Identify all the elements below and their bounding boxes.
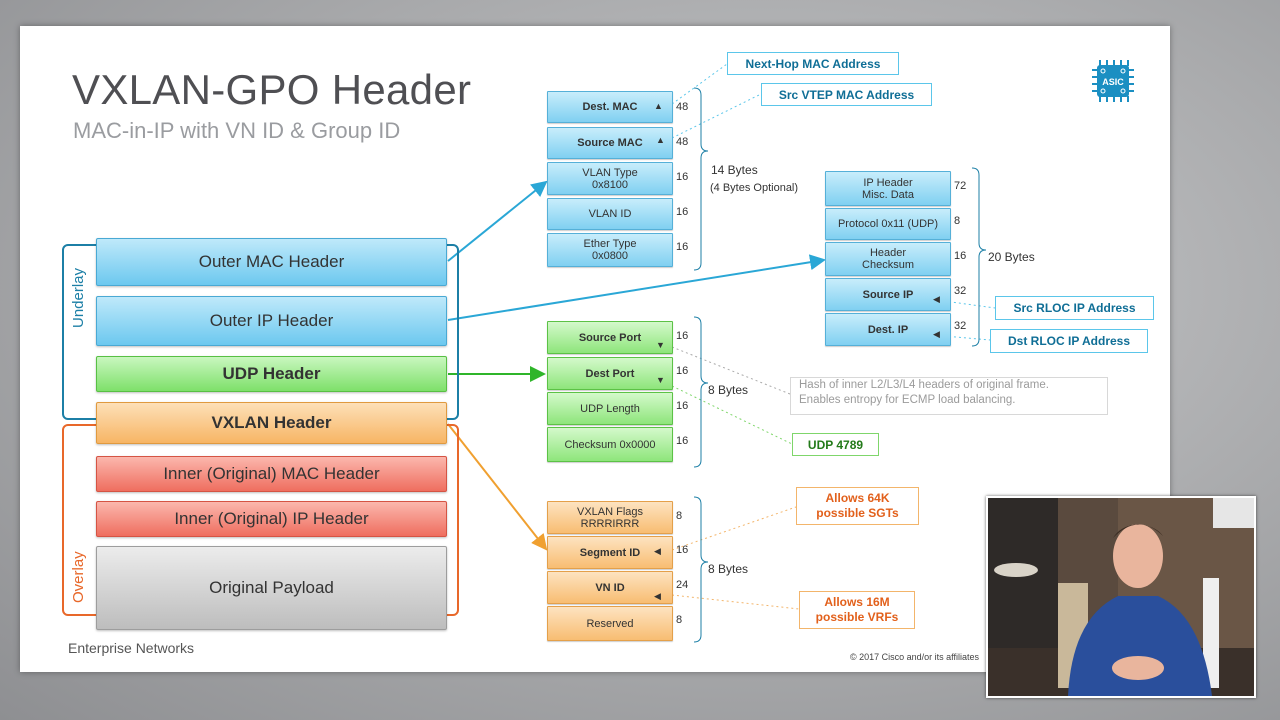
field-source-port: Source Port — [547, 321, 673, 354]
slide-title: VXLAN-GPO Header — [72, 66, 472, 113]
bits-source-port: 16 — [676, 330, 689, 342]
field-udp-length: UDP Length — [547, 392, 673, 425]
inner-ip-header-layer[interactable]: Inner (Original) IP Header — [96, 501, 447, 537]
slide-copyright: © 2017 Cisco and/or its affiliates — [850, 652, 980, 662]
outer-ip-size: 20 Bytes — [988, 250, 1035, 264]
bits-dest-ip: 32 — [954, 320, 967, 332]
field-vlan-id: VLAN ID — [547, 198, 673, 230]
asic-logo-label: ASIC — [1102, 77, 1124, 87]
slide: VXLAN-GPO Header MAC-in-IP with VN ID & … — [20, 26, 1170, 672]
callout-src-vtep-mac: Src VTEP MAC Address — [761, 83, 932, 106]
bits-source-ip: 32 — [954, 285, 967, 297]
bits-vn-id: 24 — [676, 579, 689, 591]
field-protocol: Protocol 0x11 (UDP) — [825, 208, 951, 240]
pointer-triangle-icon: ▼ — [656, 375, 665, 385]
arrow-outer-mac — [447, 180, 548, 262]
bits-ether-type: 16 — [676, 241, 689, 253]
slide-footer: Enterprise Networks — [68, 640, 195, 656]
field-udp-checksum: Checksum 0x0000 — [547, 427, 673, 462]
pointer-triangle-icon: ◀ — [933, 329, 940, 339]
arrow-outer-ip — [447, 254, 826, 321]
bits-udp-checksum: 16 — [676, 435, 689, 447]
bits-segment-id: 16 — [676, 544, 689, 556]
callout-next-hop-mac: Next-Hop MAC Address — [727, 52, 899, 75]
brace-outer-ip — [971, 167, 987, 347]
bits-vlan-id: 16 — [676, 206, 689, 218]
bits-reserved: 8 — [676, 614, 683, 626]
underlay-label: Underlay — [70, 264, 87, 331]
pointer-triangle-icon: ▲ — [656, 135, 665, 145]
pointer-triangle-icon: ◀ — [654, 591, 661, 601]
vxlan-header-layer[interactable]: VXLAN Header — [96, 402, 447, 444]
callout-src-rloc-ip: Src RLOC IP Address — [995, 296, 1154, 320]
callout-hash-entropy: Hash of inner L2/L3/L4 headers of origin… — [790, 377, 1108, 415]
brace-udp — [693, 316, 709, 468]
pointer-triangle-icon: ▲ — [654, 101, 663, 111]
callout-udp-port: UDP 4789 — [792, 433, 879, 456]
bits-vlan-type: 16 — [676, 171, 689, 183]
callout-dst-rloc-ip: Dst RLOC IP Address — [990, 329, 1148, 353]
original-payload-layer[interactable]: Original Payload — [96, 546, 447, 630]
arrow-vxlan — [447, 423, 548, 551]
bits-dest-mac: 48 — [676, 101, 689, 113]
field-vn-id: VN ID — [547, 571, 673, 604]
pointer-triangle-icon: ◀ — [654, 546, 661, 556]
udp-size: 8 Bytes — [708, 383, 749, 397]
callout-64k-sgts: Allows 64K possible SGTs — [796, 487, 919, 525]
bits-udp-length: 16 — [676, 400, 689, 412]
pointer-triangle-icon: ▼ — [656, 340, 665, 350]
overlay-label: Overlay — [70, 548, 87, 606]
udp-header-layer[interactable]: UDP Header — [96, 356, 447, 392]
presenter-video-frame — [988, 498, 1254, 696]
bits-source-mac: 48 — [676, 136, 689, 148]
bits-header-checksum: 16 — [954, 250, 967, 262]
bits-protocol: 8 — [954, 215, 961, 227]
field-dest-port: Dest Port — [547, 357, 673, 390]
field-segment-id: Segment ID — [547, 536, 673, 569]
pointer-triangle-icon: ◀ — [933, 294, 940, 304]
bits-dest-port: 16 — [676, 365, 689, 377]
brace-vxlan — [693, 496, 709, 643]
asic-chip-icon: ASIC — [1090, 58, 1136, 104]
brace-outer-mac — [693, 87, 709, 271]
callout-16m-vrfs: Allows 16M possible VRFs — [799, 591, 915, 629]
field-source-mac: Source MAC — [547, 127, 673, 159]
presenter-video[interactable] — [986, 496, 1256, 698]
inner-mac-header-layer[interactable]: Inner (Original) MAC Header — [96, 456, 447, 492]
field-reserved: Reserved — [547, 606, 673, 641]
bits-ip-misc: 72 — [954, 180, 967, 192]
outer-mac-size-note: (4 Bytes Optional) — [710, 182, 799, 194]
bits-vxlan-flags: 8 — [676, 510, 683, 522]
vxlan-size: 8 Bytes — [708, 562, 749, 576]
outer-mac-header-layer[interactable]: Outer MAC Header — [96, 238, 447, 286]
field-dest-ip: Dest. IP — [825, 313, 951, 346]
field-dest-mac: Dest. MAC — [547, 91, 673, 123]
outer-ip-header-layer[interactable]: Outer IP Header — [96, 296, 447, 346]
field-source-ip: Source IP — [825, 278, 951, 311]
outer-mac-size: 14 Bytes — [711, 163, 758, 177]
connector-lines — [447, 63, 996, 643]
slide-subtitle: MAC-in-IP with VN ID & Group ID — [73, 118, 401, 143]
